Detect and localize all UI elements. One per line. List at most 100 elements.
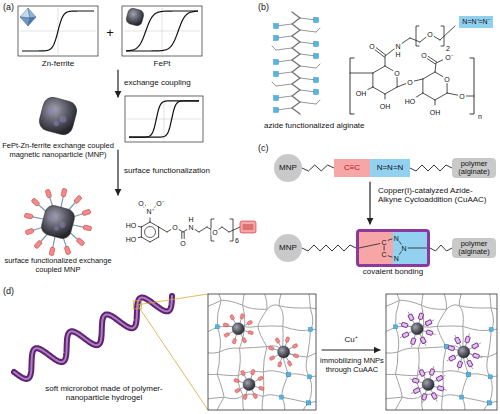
bond-line — [141, 237, 150, 242]
azide-marker — [314, 18, 319, 23]
node-text: MNP — [279, 164, 297, 173]
node-text: MNP — [279, 244, 297, 253]
polymer-strand — [423, 326, 437, 328]
azide-marker — [460, 395, 464, 399]
bond-line — [435, 100, 436, 105]
azide-marker — [307, 401, 311, 405]
bond-line — [385, 49, 394, 56]
helical-microrobot — [14, 296, 172, 379]
alkyne-tip — [251, 369, 256, 375]
hydrogel-zoom — [369, 279, 500, 414]
polymer-strand — [386, 349, 398, 353]
azide-marker — [307, 401, 311, 405]
polymer-strand — [262, 397, 263, 410]
nanoparticle-core — [458, 346, 470, 358]
side-chain — [316, 28, 320, 32]
atom-label: OH — [355, 90, 368, 97]
step-label: immobilizing MNPs through CuAAC — [320, 357, 384, 374]
hysteresis-plot — [122, 6, 202, 56]
polymer-strand — [208, 349, 220, 353]
bond-line — [427, 58, 435, 64]
side-chain — [300, 66, 316, 68]
polymer-strand — [310, 307, 316, 310]
alkyne-tip — [268, 346, 274, 351]
alkyne-tip — [247, 320, 253, 325]
alkyne-tip — [61, 188, 67, 197]
alkyne-tip — [83, 225, 92, 231]
alkyl-chain-connector — [410, 165, 452, 171]
hysteresis-curve — [129, 101, 199, 137]
node-text: N=N⁺=N⁻ — [462, 18, 489, 26]
reagent-label: Cu⁺ — [344, 336, 357, 344]
polymer-strand — [224, 395, 243, 398]
polymer-strand — [263, 371, 288, 375]
alkyne-tip — [76, 238, 85, 247]
atom-label: N — [393, 255, 400, 262]
process-arrow — [117, 150, 118, 195]
plot-axis — [124, 31, 200, 32]
polymer-strand — [488, 348, 497, 357]
polymer-strand — [462, 397, 490, 403]
bond-line — [150, 237, 159, 242]
nanoparticle-core — [278, 346, 290, 358]
alkyne-tip — [45, 189, 52, 198]
process-arrow — [369, 182, 370, 224]
azide-box: N=N⁺=N⁻ — [459, 16, 492, 28]
atom-label: OH — [429, 109, 442, 116]
polymer-strand — [402, 395, 421, 398]
polymer-strand — [398, 348, 419, 352]
polymer-strand — [462, 375, 469, 397]
alkyl-chain-connector — [302, 165, 334, 171]
azide-marker — [280, 395, 284, 399]
bond-line — [150, 218, 151, 222]
bond-line — [447, 93, 457, 95]
triple-bond — [243, 225, 253, 226]
atom-label: O — [171, 224, 178, 231]
hysteresis-plot — [18, 6, 98, 56]
alkyne-tip — [31, 198, 40, 207]
bracket — [350, 58, 354, 114]
plot-frame — [122, 6, 202, 56]
nanoparticle-icon — [125, 7, 145, 27]
polymer-strand — [208, 373, 217, 375]
azide-marker — [314, 54, 319, 59]
bond-line — [373, 87, 385, 94]
atom-label: O — [443, 76, 450, 83]
bond-line — [385, 94, 386, 99]
bracket — [230, 219, 233, 241]
azide-box: N=N=N — [370, 159, 410, 177]
triazole-link — [436, 375, 443, 381]
surface-texture — [54, 121, 59, 126]
nanoparticle-core — [243, 378, 255, 390]
azide-marker — [274, 96, 279, 101]
bond-line — [416, 93, 423, 97]
nanoparticle-core — [232, 323, 244, 335]
alkyne-tip — [34, 240, 43, 249]
triazole-link — [472, 343, 479, 349]
bracket — [441, 26, 444, 46]
atom-label: C — [381, 251, 388, 258]
alkyne-tip — [285, 337, 290, 343]
node-caption: covalent bonding — [363, 268, 424, 277]
bond-line — [435, 93, 447, 100]
atom-label: N — [400, 245, 407, 252]
alkyne-tip — [242, 337, 247, 343]
polymer-strand — [442, 372, 444, 397]
step-label: surface functionalization — [124, 166, 210, 175]
azide-marker — [215, 325, 219, 329]
triple-bond — [243, 227, 253, 228]
alkyne-tip — [269, 355, 275, 360]
triazole-link — [429, 369, 435, 376]
panel-label: (c) — [258, 143, 269, 153]
bond-line — [199, 227, 207, 232]
polymer-strand — [239, 347, 266, 349]
triazole-link — [431, 392, 437, 399]
alkyne-tip — [253, 393, 258, 399]
atom-label: O⁻ — [444, 54, 453, 61]
alkyne-tip — [232, 338, 237, 344]
bond-line — [436, 60, 443, 63]
surface-texture — [54, 226, 59, 231]
polymer-strand — [221, 300, 242, 305]
